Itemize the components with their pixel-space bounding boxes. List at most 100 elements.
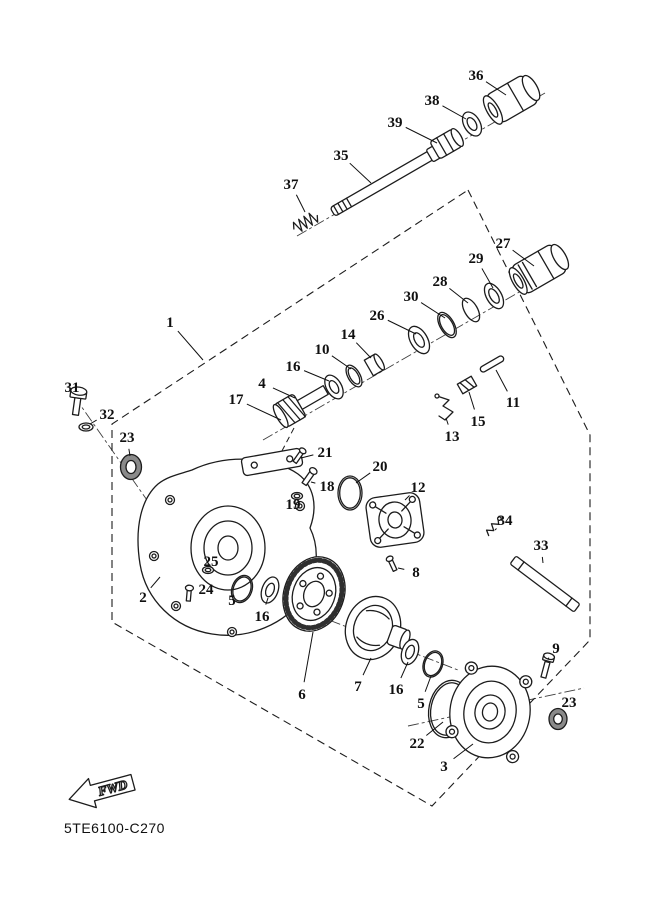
bolt-part-24: [184, 584, 195, 602]
bolt-part-18: [301, 466, 318, 487]
part-label-37-4: 37: [284, 177, 300, 193]
leader-line-18-23: [310, 481, 316, 484]
bearing-part-16-left: [260, 576, 280, 604]
leader-line-7-36: [362, 657, 372, 676]
bolt-part-9: [540, 652, 556, 679]
leader-line-28-7: [449, 288, 469, 304]
diagram-code: 5TE6100-C270: [64, 820, 165, 836]
part-label-6-35: 6: [298, 687, 306, 703]
leader-line-26-9: [387, 319, 417, 335]
leader-line-8-27: [397, 567, 405, 570]
leader-line-16-37: [400, 661, 409, 679]
bolt-part-21: [292, 447, 307, 465]
bearing-part-16-right: [400, 638, 420, 666]
part-label-5-38: 5: [417, 696, 425, 712]
part-label-22-41: 22: [410, 736, 425, 752]
ring-part-30: [437, 311, 457, 339]
part-labels-layer: 3638393537272928302614101641713132231115…: [65, 68, 577, 775]
part-label-17-14: 17: [229, 392, 245, 408]
leader-line-9-39: [547, 657, 550, 660]
bolt-part-31: [69, 386, 88, 416]
part-label-21-22: 21: [318, 445, 333, 461]
part-label-30-8: 30: [404, 289, 419, 305]
part-label-33-29: 33: [534, 538, 549, 554]
ring-part-25: [201, 565, 215, 575]
leader-line-29-6: [481, 268, 494, 289]
leader-line-13-21: [445, 417, 449, 425]
oil-seal-part-23-right: [548, 707, 568, 731]
part-label-14-10: 14: [341, 327, 357, 343]
pinion-gear-part-4: [272, 385, 329, 429]
part-label-16-34: 16: [255, 609, 271, 625]
leader-line-2-30: [150, 576, 161, 589]
coupling-part-36: [482, 74, 541, 125]
leader-line-36-0: [485, 81, 507, 96]
part-label-12-26: 12: [411, 480, 426, 496]
part-label-25-31: 25: [204, 554, 219, 570]
leader-line-6-35: [303, 631, 314, 683]
part-label-10-11: 10: [315, 342, 330, 358]
part-label-19-24: 19: [286, 497, 301, 513]
part-label-5-33: 5: [228, 593, 236, 609]
leader-line-15-20: [468, 391, 475, 410]
leader-line-14-10: [355, 342, 372, 359]
part-label-24-32: 24: [199, 582, 215, 598]
leader-line-32-17: [89, 419, 97, 425]
leader-line-21-22: [300, 454, 314, 459]
leader-line-16-34: [265, 597, 269, 605]
part-label-36-0: 36: [469, 68, 485, 84]
bearing-part-38: [461, 111, 483, 137]
part-label-20-25: 20: [373, 459, 388, 475]
leader-line-39-2: [405, 126, 438, 144]
part-label-23-18: 23: [120, 430, 135, 446]
oil-seal-part-23-left: [119, 453, 143, 481]
part-label-7-36: 7: [354, 679, 362, 695]
bolt-part-8: [385, 555, 398, 573]
bearing-part-26: [407, 325, 431, 355]
leader-line-20-25: [355, 472, 371, 484]
part-label-35-3: 35: [334, 148, 349, 164]
part-label-16-37: 16: [389, 682, 405, 698]
washer-part-10: [345, 364, 363, 388]
leader-line-33-29: [541, 556, 544, 564]
leader-line-17-14: [246, 403, 282, 421]
part-label-27-5: 27: [496, 236, 512, 252]
part-label-32-17: 32: [100, 407, 115, 423]
bearing-part-16-pinion: [324, 374, 344, 400]
leader-line-27-5: [512, 249, 535, 267]
part-label-23-40: 23: [562, 695, 577, 711]
spacer-part-14: [363, 353, 386, 377]
part-label-29-6: 29: [469, 251, 484, 267]
part-label-18-23: 18: [320, 479, 335, 495]
part-label-16-12: 16: [286, 359, 302, 375]
leader-line-34-28: [494, 528, 497, 531]
leader-line-35-3: [349, 162, 372, 184]
assembly-boundary-outline: [111, 189, 591, 807]
part-label-26-9: 26: [370, 308, 386, 324]
part-label-28-7: 28: [433, 274, 448, 290]
part-label-9-39: 9: [552, 641, 560, 657]
part-label-13-21: 13: [445, 429, 460, 445]
o-ring-part-20: [337, 475, 363, 511]
part-label-8-27: 8: [412, 565, 420, 581]
leader-line-11-19: [495, 369, 508, 392]
leader-line-4-13: [272, 387, 296, 399]
leader-line-37-4: [295, 194, 306, 213]
spring-part-37: [292, 212, 319, 232]
leader-line-30-8: [420, 302, 446, 319]
washer-part-32: [78, 422, 94, 432]
fwd-direction-arrow: FWD: [68, 773, 136, 809]
leader-line-38-1: [442, 105, 467, 120]
leader-line-23-18: [128, 448, 131, 457]
snap-ring-part-28: [461, 297, 481, 323]
differential-case-part-7: [344, 595, 411, 661]
part-label-39-2: 39: [388, 115, 403, 131]
part-label-1-15: 1: [166, 315, 174, 331]
retainer-plate: [240, 447, 304, 477]
leader-line-22-41: [426, 721, 444, 736]
ring-gear-part-6: [282, 556, 346, 632]
o-ring-part-5-left: [230, 574, 254, 604]
part-label-15-20: 15: [471, 414, 486, 430]
